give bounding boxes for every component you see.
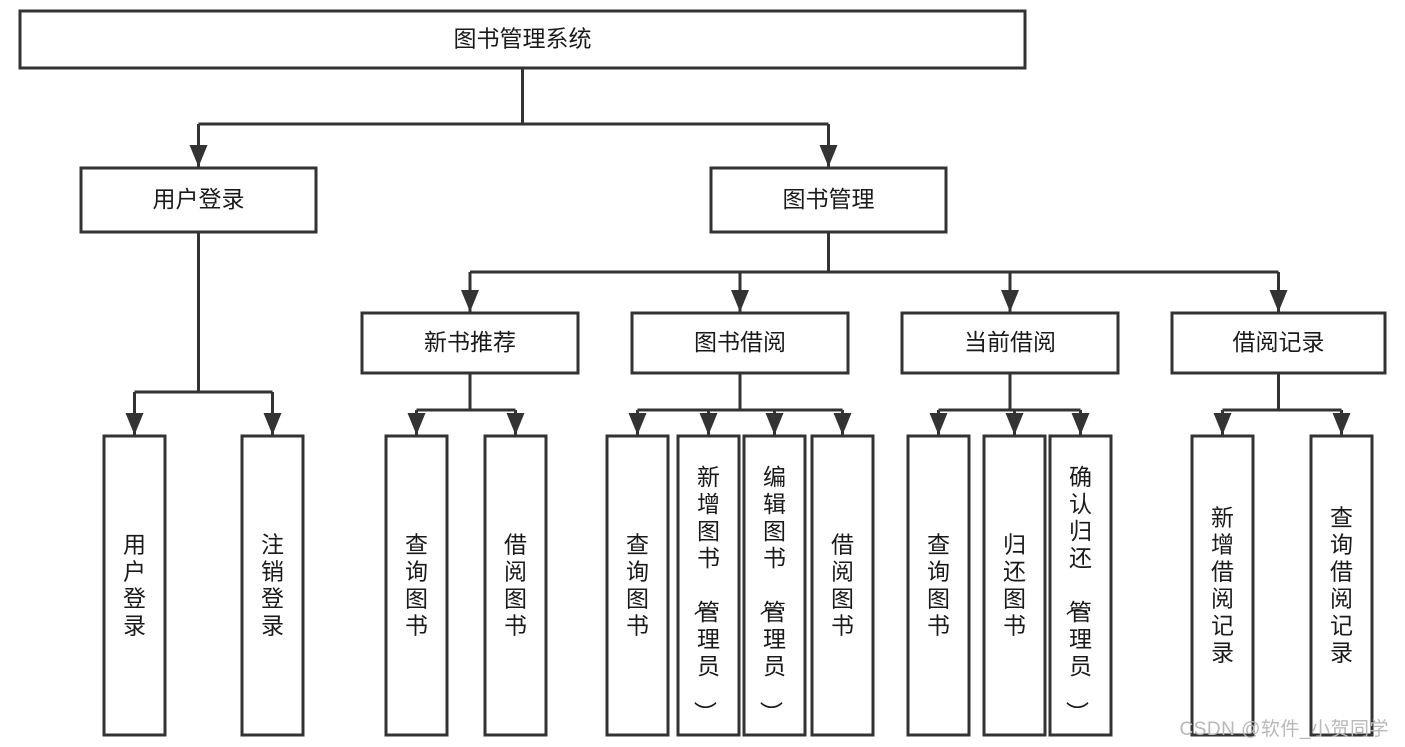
arrow-head-icon-leaf-borrow-edit xyxy=(765,413,784,435)
node-label-leaf-borrow-edit: 编辑图书（管理员） xyxy=(758,464,786,724)
node-label-borrow-record: 借阅记录 xyxy=(1233,329,1325,355)
node-label-current-borrow: 当前借阅 xyxy=(964,329,1056,355)
arrow-head-icon-book-manage xyxy=(819,145,838,167)
node-label-book-borrow: 图书借阅 xyxy=(694,329,786,355)
node-box-root xyxy=(18,9,1027,70)
node-leaf-borrow-lend[interactable]: 借阅图书 xyxy=(810,434,875,737)
node-root[interactable]: 图书管理系统 xyxy=(18,9,1027,70)
node-leaf-user-login[interactable]: 用户登录 xyxy=(102,434,167,737)
node-box-leaf-borrow-edit xyxy=(742,434,807,737)
node-box-leaf-record-query xyxy=(1309,434,1374,737)
node-label-leaf-record-query: 查询借阅记录 xyxy=(1330,505,1353,666)
node-label-leaf-borrow-add: 新增图书（管理员） xyxy=(692,464,720,724)
node-user-login[interactable]: 用户登录 xyxy=(79,166,318,234)
node-leaf-current-confirm[interactable]: 确认归还（管理员） xyxy=(1048,434,1113,737)
node-borrow-record[interactable]: 借阅记录 xyxy=(1170,311,1387,375)
arrow-head-icon-borrow-record xyxy=(1269,290,1288,312)
node-leaf-borrow-add[interactable]: 新增图书（管理员） xyxy=(676,434,741,737)
node-box-leaf-borrow-add xyxy=(676,434,741,737)
node-leaf-record-add[interactable]: 新增借阅记录 xyxy=(1190,434,1255,737)
node-label-book-manage: 图书管理 xyxy=(783,186,875,212)
node-label-leaf-recommend-query: 查询图书 xyxy=(405,532,428,639)
node-box-leaf-current-return xyxy=(982,434,1047,737)
node-label-root: 图书管理系统 xyxy=(454,26,592,52)
node-leaf-current-query[interactable]: 查询图书 xyxy=(906,434,971,737)
arrow-head-icon-leaf-current-query xyxy=(929,413,948,435)
node-label-user-login: 用户登录 xyxy=(153,186,245,212)
node-box-book-manage xyxy=(709,166,948,234)
node-box-leaf-record-add xyxy=(1190,434,1255,737)
node-leaf-recommend-borrow[interactable]: 借阅图书 xyxy=(483,434,548,737)
node-book-manage[interactable]: 图书管理 xyxy=(709,166,948,234)
node-leaf-borrow-query[interactable]: 查询图书 xyxy=(605,434,670,737)
node-box-user-login xyxy=(79,166,318,234)
node-label-leaf-current-return: 归还图书 xyxy=(1003,532,1026,639)
node-box-leaf-borrow-query xyxy=(605,434,670,737)
arrow-head-icon-leaf-borrow-add xyxy=(699,413,718,435)
arrow-head-icon-current-borrow xyxy=(1001,290,1019,312)
node-box-leaf-current-confirm xyxy=(1048,434,1113,737)
node-label-new-book-recommend: 新书推荐 xyxy=(424,329,516,355)
arrow-head-icon-leaf-record-query xyxy=(1332,413,1351,435)
node-label-leaf-record-add: 新增借阅记录 xyxy=(1211,505,1234,666)
arrow-head-icon-leaf-recommend-borrow xyxy=(506,413,525,435)
arrow-head-icon-new-book-recommend xyxy=(461,290,479,312)
node-label-leaf-borrow-lend: 借阅图书 xyxy=(831,532,854,639)
arrow-head-icon-book-borrow xyxy=(731,290,749,312)
nodes-layer: 图书管理系统用户登录图书管理新书推荐图书借阅当前借阅借阅记录用户登录注销登录查询… xyxy=(18,9,1387,737)
node-current-borrow[interactable]: 当前借阅 xyxy=(900,311,1120,375)
node-label-leaf-borrow-query: 查询图书 xyxy=(626,532,649,639)
node-box-leaf-user-login xyxy=(102,434,167,737)
node-new-book-recommend[interactable]: 新书推荐 xyxy=(360,311,580,375)
node-box-leaf-recommend-query xyxy=(384,434,449,737)
node-box-leaf-user-logout xyxy=(240,434,305,737)
node-box-book-borrow xyxy=(630,311,850,375)
node-label-leaf-current-confirm: 确认归还（管理员） xyxy=(1064,464,1092,724)
node-leaf-borrow-edit[interactable]: 编辑图书（管理员） xyxy=(742,434,807,737)
arrow-head-icon-leaf-current-return xyxy=(1005,413,1024,435)
node-leaf-user-logout[interactable]: 注销登录 xyxy=(240,434,305,737)
arrow-head-icon-leaf-recommend-query xyxy=(407,413,426,435)
node-leaf-current-return[interactable]: 归还图书 xyxy=(982,434,1047,737)
node-box-leaf-current-query xyxy=(906,434,971,737)
node-box-leaf-recommend-borrow xyxy=(483,434,548,737)
node-box-new-book-recommend xyxy=(360,311,580,375)
node-label-leaf-user-logout: 注销登录 xyxy=(261,532,284,639)
node-book-borrow[interactable]: 图书借阅 xyxy=(630,311,850,375)
node-box-current-borrow xyxy=(900,311,1120,375)
arrow-head-icon-leaf-current-confirm xyxy=(1071,413,1090,435)
node-box-borrow-record xyxy=(1170,311,1387,375)
node-leaf-recommend-query[interactable]: 查询图书 xyxy=(384,434,449,737)
arrow-head-icon-leaf-borrow-lend xyxy=(833,413,852,435)
node-label-leaf-recommend-borrow: 借阅图书 xyxy=(504,532,527,639)
node-label-leaf-current-query: 查询图书 xyxy=(927,532,950,639)
arrow-head-icon-leaf-record-add xyxy=(1213,413,1232,435)
node-leaf-record-query[interactable]: 查询借阅记录 xyxy=(1309,434,1374,737)
arrow-head-icon-leaf-borrow-query xyxy=(628,413,647,435)
node-label-leaf-user-login: 用户登录 xyxy=(123,532,146,639)
arrow-head-icon-leaf-user-logout xyxy=(263,413,282,435)
connectors-layer xyxy=(125,68,1351,435)
arrow-head-icon-leaf-user-login xyxy=(125,413,144,435)
node-box-leaf-borrow-lend xyxy=(810,434,875,737)
arrow-head-icon-user-login xyxy=(189,145,208,167)
